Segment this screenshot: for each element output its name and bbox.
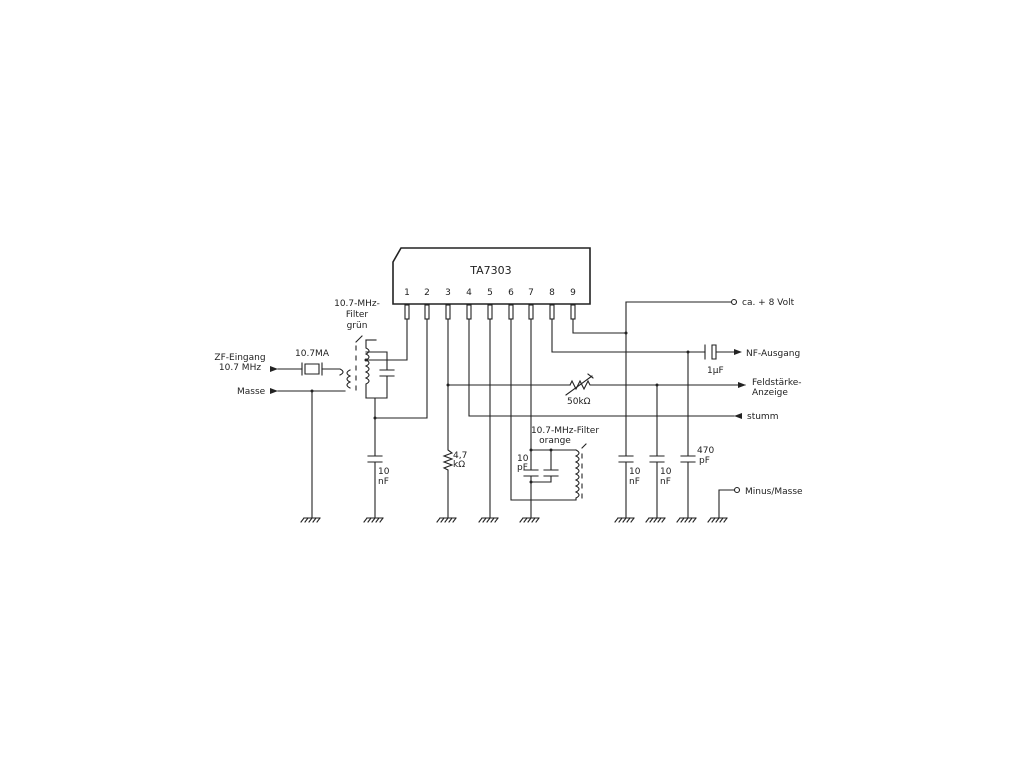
filter-green: 10.7-MHz- Filter grün bbox=[334, 299, 395, 399]
if-input: ZF-Eingang 10.7 MHz 10.7MA Masse bbox=[214, 349, 346, 519]
pin-label-2: 2 bbox=[424, 288, 430, 298]
pot-50k-label: 50kΩ bbox=[567, 397, 591, 407]
pin-4 bbox=[466, 304, 472, 320]
filter-orange: 10.7-MHz-Filter orange 10 pF bbox=[510, 318, 599, 519]
pin-label-9: 9 bbox=[570, 288, 576, 298]
c3-value: 10 bbox=[660, 467, 672, 477]
c4-value: 470 bbox=[697, 446, 714, 456]
pin-label-5: 5 bbox=[487, 288, 493, 298]
pin-label-6: 6 bbox=[508, 288, 514, 298]
r1-value: 4,7 bbox=[453, 451, 467, 461]
svg-text:10.7 MHz: 10.7 MHz bbox=[219, 363, 261, 373]
c4-unit: pF bbox=[699, 456, 710, 466]
c3-unit: nF bbox=[660, 477, 671, 487]
ground-symbols bbox=[300, 517, 728, 523]
pin-label-7: 7 bbox=[528, 288, 534, 298]
pin-5 bbox=[487, 304, 493, 320]
pin-label-1: 1 bbox=[404, 288, 410, 298]
pin-9 bbox=[570, 304, 576, 320]
ic-pin-labels: 1 2 3 4 5 6 7 8 9 bbox=[404, 288, 576, 298]
c2-unit: nF bbox=[629, 477, 640, 487]
mute-label: stumm bbox=[747, 412, 778, 422]
r1-unit: kΩ bbox=[453, 460, 465, 470]
svg-text:ZF-Eingang: ZF-Eingang bbox=[214, 353, 265, 363]
cap-1uf-label: 1µF bbox=[707, 366, 724, 376]
ic-pins bbox=[404, 304, 576, 320]
pin-7 bbox=[528, 304, 534, 320]
svg-text:10.7-MHz-: 10.7-MHz- bbox=[334, 299, 380, 309]
svg-text:grün: grün bbox=[347, 321, 368, 331]
ic-name: TA7303 bbox=[469, 264, 511, 277]
supply-label: ca. + 8 Volt bbox=[742, 298, 795, 308]
ic-body bbox=[392, 247, 591, 305]
pin-label-4: 4 bbox=[466, 288, 472, 298]
pin-8 bbox=[549, 304, 555, 320]
cpf-value: 10 bbox=[517, 454, 529, 464]
field-strength-line2: Anzeige bbox=[752, 388, 788, 398]
pin-1 bbox=[404, 304, 410, 320]
cpf-unit: pF bbox=[517, 463, 528, 473]
pin-2 bbox=[424, 304, 430, 320]
svg-text:Filter: Filter bbox=[346, 310, 369, 320]
pin-label-3: 3 bbox=[445, 288, 451, 298]
field-strength-line1: Feldstärke- bbox=[752, 378, 802, 388]
af-output-label: NF-Ausgang bbox=[746, 349, 800, 359]
ground-in-label: Masse bbox=[237, 387, 266, 397]
svg-text:orange: orange bbox=[539, 436, 571, 446]
svg-text:10.7-MHz-Filter: 10.7-MHz-Filter bbox=[531, 426, 599, 436]
pin-3 bbox=[445, 304, 451, 320]
pin-6 bbox=[508, 304, 514, 320]
ground-out-label: Minus/Masse bbox=[745, 487, 803, 497]
pin-label-8: 8 bbox=[549, 288, 555, 298]
c2-value: 10 bbox=[629, 467, 641, 477]
c1-value: 10 bbox=[378, 467, 390, 477]
c1-unit: nF bbox=[378, 477, 389, 487]
crystal-label: 10.7MA bbox=[295, 349, 330, 359]
